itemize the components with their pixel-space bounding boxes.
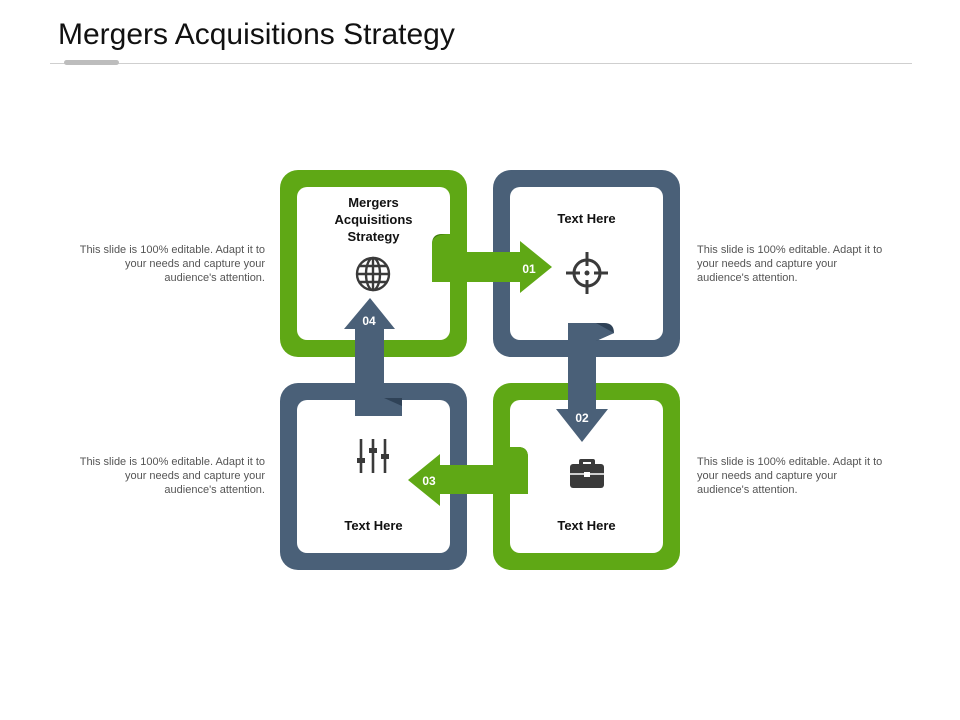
step-02-label: 02 bbox=[575, 411, 589, 425]
sliders-icon bbox=[357, 439, 389, 473]
globe-icon bbox=[355, 256, 391, 292]
arrow-03: 03 bbox=[408, 447, 528, 506]
box-bottom-right-label: Text Here bbox=[557, 518, 616, 533]
target-icon bbox=[566, 252, 608, 294]
box-top-left-label: Mergers Acquisitions Strategy bbox=[334, 195, 413, 244]
arrow-01: 01 bbox=[432, 234, 552, 293]
briefcase-icon bbox=[570, 459, 604, 488]
side-text-top-left: This slide is 100% editable. Adapt it to… bbox=[79, 244, 265, 284]
title-divider-accent bbox=[64, 60, 119, 65]
side-text-bottom-right: This slide is 100% editable. Adapt it to… bbox=[697, 456, 883, 496]
title-divider bbox=[50, 63, 912, 64]
side-text-top-right: This slide is 100% editable. Adapt it to… bbox=[697, 244, 883, 284]
step-03-label: 03 bbox=[422, 474, 436, 488]
side-text-bottom-left: This slide is 100% editable. Adapt it to… bbox=[79, 456, 265, 496]
box-bottom-left-label: Text Here bbox=[344, 518, 403, 533]
step-04-label: 04 bbox=[362, 314, 376, 328]
page-title: Mergers Acquisitions Strategy bbox=[58, 18, 455, 51]
arrow-02: 02 bbox=[556, 323, 614, 442]
box-top-right-label: Text Here bbox=[557, 211, 616, 226]
arrow-04: 04 bbox=[344, 298, 402, 416]
step-01-label: 01 bbox=[522, 262, 536, 276]
